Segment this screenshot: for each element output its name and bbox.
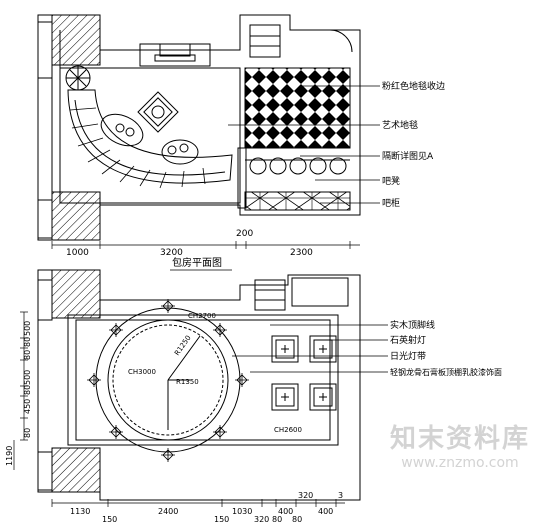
mark-ch2600: CH2600	[274, 426, 302, 434]
dim-upper-4: 2300	[290, 248, 313, 258]
diamond-table	[137, 91, 179, 133]
bar-cabinet	[244, 191, 351, 211]
dim-bottom-7: 3	[338, 491, 343, 500]
dim-left-3: 80	[23, 350, 32, 360]
mark-ch3000: CH3000	[128, 368, 156, 376]
label-art-carpet: 艺术地毯	[382, 119, 418, 131]
dim-upper-1: 1000	[66, 248, 89, 258]
dim-bottom-2: 2400	[158, 507, 178, 516]
dim-left-7: 80	[23, 428, 32, 438]
column-lower-top	[51, 269, 101, 319]
dim-bottom-1: 1130	[70, 507, 90, 516]
label-bar-stool: 吧凳	[382, 176, 400, 187]
lower-plan	[13, 269, 388, 507]
upper-plan-title: 包房平面图	[172, 256, 222, 269]
mark-r1350: R1350	[176, 378, 199, 386]
dim-bottom-6: 400	[318, 507, 333, 516]
watermark: 知末资料库 www.znzmo.com	[390, 418, 530, 471]
dim-bottom-4: 400	[278, 507, 293, 516]
column-top-left	[51, 14, 101, 66]
label-gypsum-ceiling: 轻钢龙骨石膏板顶棚乳胶漆饰面	[390, 367, 502, 377]
watermark-url: www.znzmo.com	[401, 455, 519, 471]
dim-left-8: 1190	[5, 446, 14, 466]
dim-left-1: 500	[23, 321, 32, 336]
upper-labels: 粉红色地毯收边 艺术地毯 隔断详图见A 吧凳 吧柜 1000 3200 200 …	[66, 80, 445, 269]
label-quartz-light: 石英射灯	[390, 334, 426, 346]
plant-symbol	[65, 65, 91, 91]
dim-bottom-3: 1030	[232, 507, 252, 516]
square-ceiling-lights	[271, 335, 337, 411]
label-partition: 隔断详图见A	[382, 150, 434, 162]
label-wood-moulding: 实木顶脚线	[390, 319, 435, 331]
upper-plan	[37, 14, 380, 249]
column-bottom-left	[51, 191, 101, 241]
dim-left-6: 450	[23, 399, 32, 414]
mark-r1250: R1250	[173, 334, 193, 357]
dim-left-4: 500	[23, 370, 32, 385]
label-fluorescent-strip: 日光灯带	[390, 350, 426, 362]
label-carpet-edge: 粉红色地毯收边	[382, 80, 445, 92]
dim-lower-4: 80	[272, 515, 282, 523]
watermark-brand: 知末资料库	[389, 424, 530, 454]
dim-upper-2: 3200	[160, 248, 183, 258]
art-carpet	[244, 67, 351, 149]
quartz-spotlights	[87, 299, 249, 462]
dim-left-2: 80	[23, 337, 32, 347]
bar-stools	[245, 157, 350, 175]
dim-upper-3: 200	[236, 229, 253, 239]
curved-sofa	[67, 89, 233, 184]
dim-left-5: 80	[23, 385, 32, 395]
dim-lower-2: 150	[214, 515, 229, 523]
dim-lower-1: 150	[102, 515, 117, 523]
dim-bottom-5: 320	[298, 491, 313, 500]
label-bar-cabinet: 吧柜	[382, 197, 400, 209]
dim-lower-5: 80	[292, 515, 302, 523]
column-lower-bottom	[51, 447, 101, 493]
mark-ch2700: CH2700	[188, 312, 216, 320]
dim-lower-3: 320	[254, 515, 269, 523]
